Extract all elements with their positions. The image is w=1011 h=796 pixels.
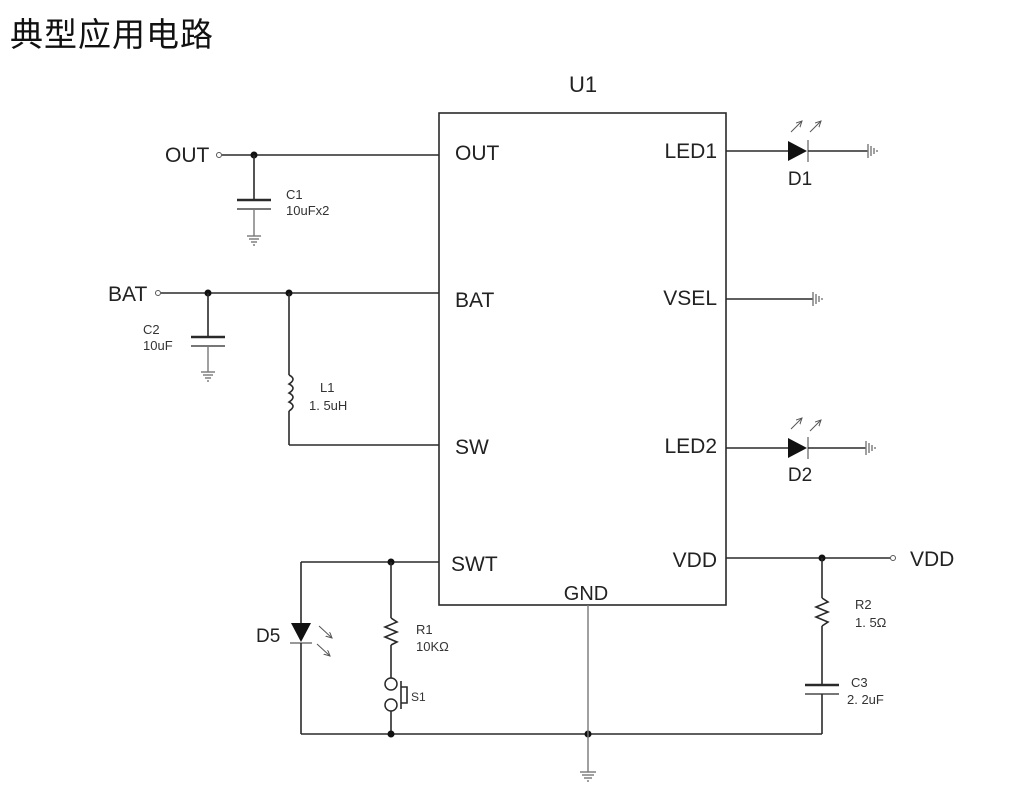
c3-ref: C3 — [851, 675, 868, 690]
inductor-icon — [287, 374, 294, 412]
push-button-icon — [384, 677, 408, 712]
ic-u1: U1 OUT BAT SW SWT LED1 VSEL LED2 VDD GND — [438, 72, 727, 606]
net-swt: D5 R1 10KΩ S1 — [256, 558, 449, 734]
ground-icon — [201, 371, 215, 382]
led-diode-icon — [291, 623, 311, 642]
net-gnd — [301, 605, 822, 782]
pin-out: OUT — [455, 142, 500, 165]
pin-led2: LED2 — [664, 435, 717, 458]
page-title: 典型应用电路 — [10, 15, 214, 54]
net-label-bat: BAT — [108, 283, 147, 306]
r2-value: 1. 5Ω — [855, 615, 887, 630]
net-led2: D2 — [726, 418, 876, 486]
net-vsel — [726, 292, 823, 306]
d1-ref: D1 — [788, 169, 812, 190]
r1-ref: R1 — [416, 622, 433, 637]
c2-ref: C2 — [143, 322, 160, 337]
net-bat: BAT C2 10uF L1 1. 5uH — [108, 283, 439, 446]
ground-icon — [580, 771, 596, 782]
pin-led1: LED1 — [664, 140, 717, 163]
r2-ref: R2 — [855, 597, 872, 612]
c1-value: 10uFx2 — [286, 203, 329, 218]
pin-vsel: VSEL — [663, 287, 717, 310]
pin-bat: BAT — [455, 289, 494, 312]
l1-ref: L1 — [320, 380, 334, 395]
ground-icon — [865, 441, 876, 455]
ground-icon — [812, 292, 823, 306]
net-vdd: VDD R2 1. 5Ω C3 2. 2uF — [726, 548, 954, 734]
led-diode-icon — [788, 438, 807, 458]
c1-ref: C1 — [286, 187, 303, 202]
c2-value: 10uF — [143, 338, 173, 353]
s1-ref: S1 — [411, 690, 426, 704]
r1-value: 10KΩ — [416, 639, 449, 654]
d5-ref: D5 — [256, 626, 280, 647]
led-diode-icon — [788, 141, 807, 161]
c3-value: 2. 2uF — [847, 692, 884, 707]
pin-gnd: GND — [564, 583, 608, 605]
net-label-vdd: VDD — [910, 548, 954, 571]
pin-sw: SW — [455, 436, 489, 459]
net-out: OUT C1 10uFx2 — [165, 144, 439, 246]
ground-icon — [247, 235, 261, 246]
d2-ref: D2 — [788, 465, 812, 486]
pin-vdd: VDD — [673, 549, 717, 572]
l1-value: 1. 5uH — [309, 398, 347, 413]
net-led1: D1 — [726, 121, 878, 190]
resistor-icon — [382, 617, 400, 646]
ic-ref: U1 — [569, 72, 597, 97]
ground-icon — [867, 144, 878, 158]
net-label-out: OUT — [165, 144, 210, 167]
ic-body — [438, 112, 727, 606]
pin-swt: SWT — [451, 553, 498, 576]
resistor-icon — [813, 597, 831, 627]
